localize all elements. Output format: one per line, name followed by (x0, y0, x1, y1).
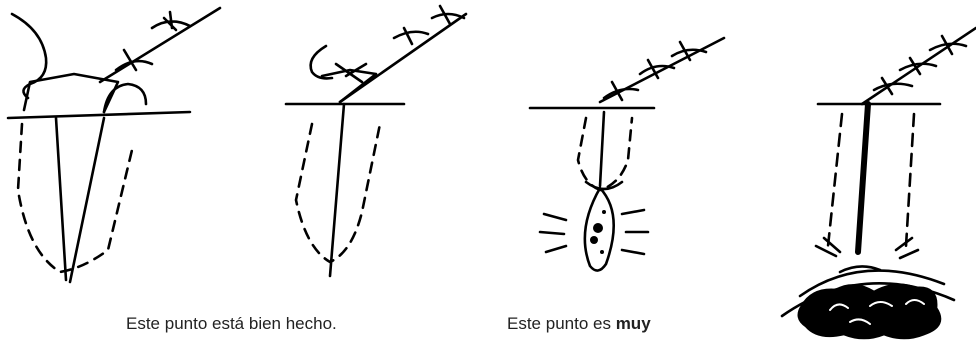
suture-tail-1 (10, 12, 48, 100)
rays-left-3 (538, 212, 568, 254)
suture-line-1 (98, 6, 222, 84)
wound-edge-1a (54, 116, 68, 282)
dashed-arc-1 (16, 122, 134, 274)
suture-line-2 (338, 12, 468, 104)
skin-line-1 (6, 110, 192, 120)
stitch-3b (638, 58, 676, 80)
abscess-3 (583, 186, 615, 272)
stitch-1b (150, 10, 192, 32)
dashed-arc-2 (294, 122, 382, 264)
wound-edge-3 (598, 110, 606, 188)
caption-poor-bold: muy (615, 314, 651, 333)
dashed-arc-3 (576, 116, 634, 192)
stitch-1a (114, 48, 154, 72)
figure-1-correct-suture (6, 6, 222, 284)
figure-3-poor-suture (528, 36, 726, 272)
wound-edge-2 (328, 102, 346, 278)
stitch-2c (430, 4, 466, 26)
figure-2-correct-suture (284, 4, 468, 278)
stitch-4b (898, 56, 938, 76)
wound-edge-1b (68, 116, 106, 284)
stitch-4c (928, 34, 968, 56)
dashed-arc-4b (904, 112, 916, 248)
caption-correct: Este punto está bien hecho. (126, 314, 337, 334)
stitch-2b (392, 26, 430, 46)
stitch-4a (872, 76, 914, 96)
caption-correct-text: Este punto está bien hecho. (126, 314, 337, 333)
stitch-3a (602, 80, 640, 102)
suture-loop-1b (102, 82, 148, 114)
caption-poor-prefix: Este punto es (507, 314, 616, 333)
lower-arc-3 (584, 180, 624, 191)
stitch-2a (334, 62, 368, 84)
rays-4 (814, 236, 920, 260)
abscess-4 (797, 283, 942, 340)
suture-line-3 (598, 36, 726, 104)
dashed-arc-4a (826, 112, 844, 248)
tissue-arc-4c (838, 265, 882, 274)
wound-edge-4 (855, 101, 871, 255)
caption-poor: Este punto es muy (507, 314, 651, 334)
suture-line-4 (860, 26, 976, 106)
suture-tail-2 (309, 44, 334, 80)
stitch-3c (670, 40, 708, 62)
tissue-arc-4a (798, 269, 946, 298)
figure-4-poor-suture (780, 26, 976, 340)
rays-right-3 (620, 208, 650, 256)
